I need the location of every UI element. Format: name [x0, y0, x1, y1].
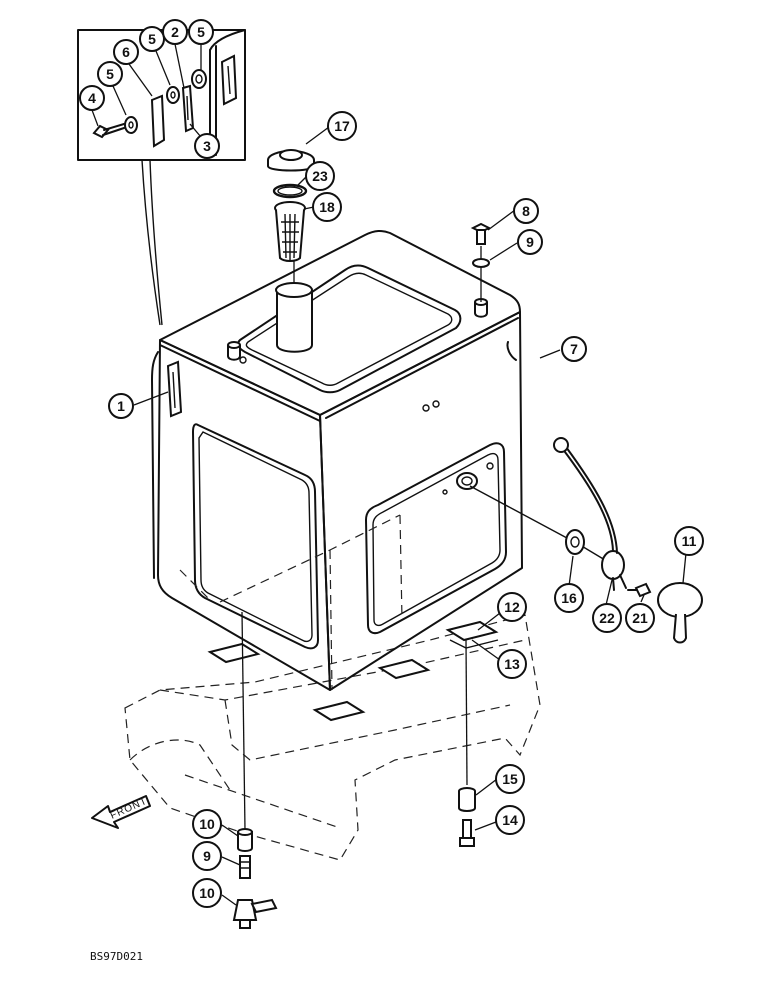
callout-label: 13: [504, 656, 520, 672]
leader-lines: [91, 43, 687, 906]
callout-label: 18: [319, 199, 335, 215]
callout-15: 13: [497, 649, 527, 679]
callout-10: 10: [192, 809, 222, 839]
front-arrow: FRONT: [91, 795, 151, 829]
callout-11: 9: [192, 841, 222, 871]
callout-label: 17: [334, 118, 350, 134]
callout-label: 6: [122, 44, 130, 60]
callout-label: 8: [522, 203, 530, 219]
callout-17: 15: [495, 764, 525, 794]
callout-label: 5: [106, 66, 114, 82]
callout-5: 5: [139, 26, 165, 52]
callout-label: 3: [203, 138, 211, 154]
callout-label: 14: [502, 812, 518, 828]
callout-label: 4: [88, 90, 96, 106]
drain-nipple: [239, 855, 251, 879]
callout-label: 21: [632, 610, 648, 626]
callout-13: 11: [674, 526, 704, 556]
protective-cap: [657, 582, 703, 644]
callout-14: 12: [497, 592, 527, 622]
callout-2: 2: [162, 19, 188, 45]
cover-bolt: [470, 222, 492, 245]
callout-label: 9: [203, 848, 211, 864]
figure-code: BS97D021: [90, 950, 143, 963]
callout-label: 10: [199, 816, 215, 832]
callout-label: 7: [570, 341, 578, 357]
rubber-mounts: [207, 620, 499, 722]
callout-label: 5: [197, 24, 205, 40]
base-frame: [124, 614, 541, 861]
callout-label: 9: [526, 234, 534, 250]
callout-20: 18: [312, 192, 342, 222]
callout-4: 4: [79, 85, 105, 111]
mount-bolt: [459, 819, 475, 847]
callout-label: 16: [561, 590, 577, 606]
callout-label: 12: [504, 599, 520, 615]
callout-label: 23: [312, 168, 328, 184]
callout-19: 17: [327, 111, 357, 141]
callout-label: 1: [117, 398, 125, 414]
callout-18: 16: [554, 583, 584, 613]
callout-16: 14: [495, 805, 525, 835]
cover-washer: [472, 258, 490, 268]
detail-washer: [124, 116, 138, 134]
callout-22: 22: [592, 603, 622, 633]
gasket: [565, 529, 585, 555]
callout-5: 5: [97, 61, 123, 87]
callout-label: 22: [599, 610, 615, 626]
level-sender: [553, 437, 627, 591]
filler-cap: [267, 149, 315, 172]
strainer: [274, 201, 306, 262]
callout-label: 15: [502, 771, 518, 787]
hydraulic-tank: [151, 229, 523, 691]
callout-8: 8: [513, 198, 539, 224]
callout-5: 5: [188, 19, 214, 45]
sender-screw: [627, 582, 652, 598]
detail-inset: [77, 29, 246, 326]
drain-plug: [237, 828, 253, 852]
callout-21: 21: [625, 603, 655, 633]
callout-23: 23: [305, 161, 335, 191]
callout-12: 10: [192, 878, 222, 908]
detail-spacer-bar: [150, 94, 166, 148]
callout-9: 9: [517, 229, 543, 255]
detail-bolt: [92, 123, 125, 139]
callout-1: 1: [108, 393, 134, 419]
callout-6: 6: [113, 39, 139, 65]
spacer: [458, 787, 476, 812]
callout-label: 2: [171, 24, 179, 40]
callout-7: 7: [561, 336, 587, 362]
callout-3: 3: [194, 133, 220, 159]
drain-valve: [232, 898, 278, 929]
callout-label: 10: [199, 885, 215, 901]
o-ring: [272, 183, 308, 199]
callout-label: 11: [682, 533, 697, 549]
callout-label: 5: [148, 31, 156, 47]
